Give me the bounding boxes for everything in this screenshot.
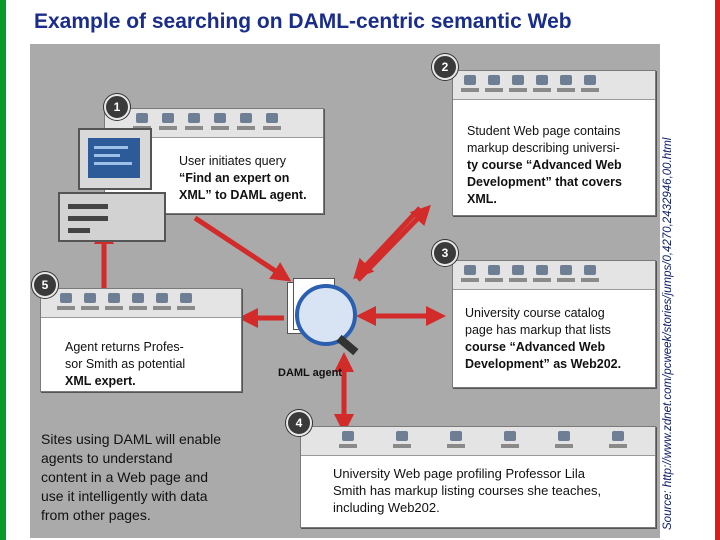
daml-agent-label: DAML agent	[278, 367, 342, 379]
step3-badge: 3	[432, 240, 458, 266]
search-icon	[235, 112, 257, 134]
home-icon	[499, 430, 521, 452]
step2-line: XML.	[467, 192, 497, 206]
step3-text: University course catalog page has marku…	[465, 305, 621, 373]
right-edge-stripe	[715, 0, 720, 540]
step2-line: ty course “Advanced Web	[467, 158, 622, 172]
left-edge-stripe	[0, 0, 6, 540]
step3-line: University course catalog	[465, 306, 605, 320]
slide-title: Example of searching on DAML-centric sem…	[34, 10, 572, 33]
home-icon	[127, 292, 149, 314]
sites-line: Sites using DAML will enable	[41, 431, 222, 447]
netscape-icon	[175, 292, 197, 314]
home-icon	[209, 112, 231, 134]
back-icon	[55, 292, 77, 314]
step2-badge: 2	[432, 54, 458, 80]
sites-line: from other pages.	[41, 507, 151, 523]
step1-line: XML” to DAML agent.	[179, 188, 307, 202]
step1-line: “Find an expert on	[179, 171, 290, 185]
search-icon	[553, 430, 575, 452]
sites-line: content in a Web page and	[41, 469, 209, 485]
netscape-icon	[261, 112, 283, 134]
step4-badge: 4	[286, 410, 312, 436]
step4-line: Smith has markup listing courses she tea…	[333, 483, 602, 498]
forward-icon	[483, 264, 505, 286]
step5-text: Agent returns Profes- sor Smith as poten…	[65, 339, 185, 390]
forward-icon	[157, 112, 179, 134]
step5-line: sor Smith as potential	[65, 357, 186, 371]
arrow-step2-to-agent	[353, 206, 422, 280]
arrow-agent-to-step2	[356, 204, 431, 282]
forward-icon	[483, 74, 505, 96]
step3-line: Development” as Web202.	[465, 357, 622, 371]
step5-line: Agent returns Profes-	[65, 340, 184, 354]
step2-line: Development” that covers	[467, 175, 622, 189]
step4-line: University Web page profiling Professor …	[333, 466, 585, 481]
step2-browser-window: Student Web page contains markup describ…	[452, 70, 656, 216]
netscape-icon	[579, 74, 601, 96]
netscape-icon	[579, 264, 601, 286]
step4-line: including Web202.	[333, 500, 440, 515]
browser-toolbar	[41, 289, 241, 318]
forward-icon	[79, 292, 101, 314]
step1-badge: 1	[104, 94, 130, 120]
step5-browser-window: Agent returns Profes- sor Smith as poten…	[40, 288, 242, 392]
forward-icon	[391, 430, 413, 452]
step3-line: course “Advanced Web	[465, 340, 606, 354]
step4-text: University Web page profiling Professor …	[333, 465, 601, 516]
search-icon	[555, 264, 577, 286]
sites-caption: Sites using DAML will enable agents to u…	[41, 430, 261, 525]
reload-icon	[445, 430, 467, 452]
step5-line: XML expert.	[65, 374, 136, 388]
step2-text: Student Web page contains markup describ…	[467, 123, 622, 208]
source-citation: Source: http://www.zdnet.com/pcweek/stor…	[662, 137, 674, 531]
step2-line: markup describing universi-	[467, 141, 620, 155]
reload-icon	[183, 112, 205, 134]
daml-agent-icon	[287, 278, 359, 358]
arrow-user-to-agent	[193, 215, 292, 282]
reload-icon	[507, 74, 529, 96]
netscape-icon	[607, 430, 629, 452]
step3-line: page has markup that lists	[465, 323, 611, 337]
back-icon	[337, 430, 359, 452]
search-icon	[555, 74, 577, 96]
home-icon	[531, 74, 553, 96]
sites-line: agents to understand	[41, 450, 173, 466]
reload-icon	[507, 264, 529, 286]
step5-badge: 5	[32, 272, 58, 298]
step2-line: Student Web page contains	[467, 124, 621, 138]
step3-browser-window: University course catalog page has marku…	[452, 260, 656, 388]
search-icon	[151, 292, 173, 314]
step1-text: User initiates query “Find an expert on …	[179, 153, 307, 204]
step4-browser-window: University Web page profiling Professor …	[300, 426, 656, 528]
computer-icon	[56, 128, 166, 242]
browser-toolbar	[453, 71, 655, 100]
reload-icon	[103, 292, 125, 314]
back-icon	[459, 74, 481, 96]
home-icon	[531, 264, 553, 286]
step1-line: User initiates query	[179, 154, 286, 168]
back-icon	[459, 264, 481, 286]
browser-toolbar	[301, 427, 655, 456]
sites-line: use it intelligently with data	[41, 488, 208, 504]
browser-toolbar	[453, 261, 655, 290]
